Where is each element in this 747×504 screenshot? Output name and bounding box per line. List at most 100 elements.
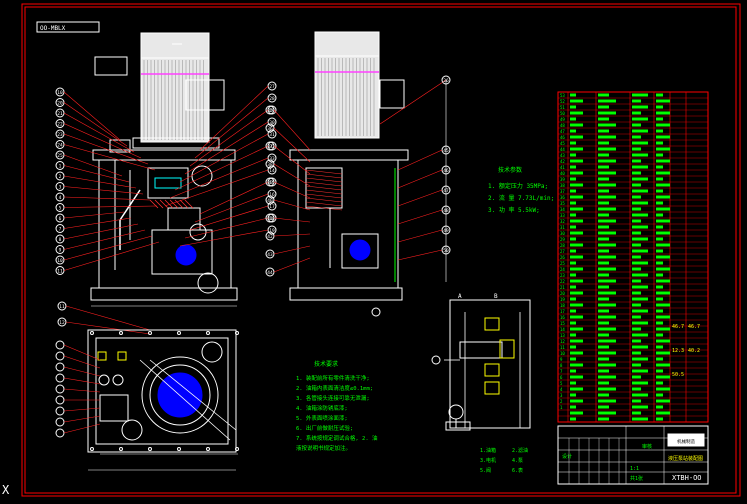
leader-line (63, 217, 132, 229)
tech-param-line: 3. 功 率 5.5kW; (488, 206, 540, 214)
part-balloon-number: 10 (57, 90, 63, 96)
bom-cell-text-mark (598, 285, 609, 289)
bom-cell-text-mark (632, 171, 641, 175)
bom-cell-text-mark (598, 153, 609, 157)
section-hatch-line (305, 197, 343, 203)
bom-cell-text-mark (598, 249, 609, 253)
bom-cell-text-mark (632, 357, 648, 361)
leader-line (179, 133, 269, 183)
schematic-boundary (449, 299, 531, 429)
leader-line (63, 175, 137, 189)
part-balloon-number: 25 (57, 153, 63, 159)
part-balloon-number: 47 (443, 188, 449, 194)
bom-cell-text-mark (570, 165, 576, 169)
bom-row-number: 31 (560, 225, 565, 230)
bom-cell-text-mark (570, 321, 576, 325)
bom-cell-text-mark (632, 285, 648, 289)
bom-cell-text-mark (598, 141, 609, 145)
part-balloon-number: 17 (269, 204, 275, 210)
bom-cell-text-mark (632, 333, 648, 337)
bom-cell-text-mark (632, 213, 648, 217)
bom-row-number: 23 (560, 273, 565, 278)
leader-line (194, 193, 269, 223)
bom-cell-text-mark (570, 201, 576, 205)
schematic-legend-item: 1.油箱 (480, 447, 496, 454)
part-balloon-number: 48 (443, 208, 449, 214)
bom-cell-text-mark (632, 339, 641, 343)
section-hatch-line (305, 205, 343, 211)
bom-row-number: 50 (560, 111, 565, 116)
section-hatch-line (305, 193, 343, 199)
bom-cell-text-mark (656, 399, 670, 403)
bom-row-number: 51 (560, 105, 565, 110)
bom-cell-text-mark (656, 285, 663, 289)
side-motor-fan-cover (314, 31, 380, 57)
bom-cell-text-mark (598, 315, 616, 319)
bom-cell-text-mark (656, 165, 663, 169)
bom-cell-text-mark (598, 393, 609, 397)
leader-line (63, 223, 139, 240)
bom-row-number: 2 (560, 399, 563, 404)
bom-row-number: 25 (560, 261, 565, 266)
bom-cell-text-mark (598, 93, 609, 97)
schematic-port-label: B (494, 293, 498, 300)
bom-row-number: 6 (560, 375, 563, 380)
bom-cell-text-mark (598, 255, 616, 259)
part-balloon-number: 7 (59, 227, 62, 233)
part-balloon (265, 123, 275, 133)
tech-param-line: 1. 额定压力 35MPa; (488, 182, 548, 190)
bom-cell-text-mark (656, 405, 663, 409)
leader-line (63, 154, 123, 177)
part-balloon-number: 16 (269, 192, 275, 198)
bom-cell-text-mark (656, 243, 670, 247)
part-balloon-number: 41 (267, 216, 273, 222)
bom-row-number: 7 (560, 369, 563, 374)
leader-line (63, 377, 101, 385)
bom-cell-text-mark (598, 213, 609, 217)
section-hatch-line (305, 177, 343, 183)
part-balloon (55, 234, 65, 244)
bom-row-number: 8 (560, 363, 563, 368)
bom-cell-text-mark (598, 297, 609, 301)
bom-cell-text-mark (632, 207, 641, 211)
bom-cell-text-mark (632, 159, 641, 163)
part-balloon (55, 213, 65, 223)
bom-cell-text-mark (632, 261, 648, 265)
bom-cell-text-mark (632, 369, 648, 373)
bom-cell-text-mark (656, 375, 670, 379)
bom-row-number: 39 (560, 177, 565, 182)
title-block-designer-label: 设计 (562, 453, 572, 460)
leader-line (273, 199, 311, 211)
bom-cell-text-mark (570, 267, 583, 271)
bom-row-number: 22 (560, 279, 565, 284)
bom-cell-text-mark (598, 123, 616, 127)
part-balloon-number: 44 (267, 270, 273, 276)
tech-requirement-line: 7. 系统按规定调试合格, 2. 油 (296, 434, 378, 442)
bom-cell-text-mark (656, 303, 670, 307)
part-balloon-number: 21 (57, 111, 63, 117)
bom-cell-text-mark (598, 273, 609, 277)
bom-cell-text-mark (570, 255, 583, 259)
bom-cell-text-mark (570, 393, 576, 397)
bom-cell-text-mark (656, 231, 670, 235)
bom-cell-text-mark (656, 309, 663, 313)
part-balloon-number: 11 (59, 304, 65, 310)
bom-cell-text-mark (598, 357, 609, 361)
leader-line (63, 165, 130, 183)
bom-cell-text-mark (570, 195, 583, 199)
leader-line (199, 181, 269, 215)
bom-highlight-value: 50.5 (672, 372, 684, 378)
bom-row-number: 35 (560, 201, 565, 206)
bom-cell-text-mark (656, 315, 670, 319)
bom-cell-text-mark (656, 279, 670, 283)
bom-cell-text-mark (656, 213, 663, 217)
bom-row-number: 11 (560, 345, 565, 350)
bom-cell-text-mark (656, 129, 663, 133)
bom-row-number: 13 (560, 333, 565, 338)
bom-cell-text-mark (570, 375, 583, 379)
part-balloon (441, 75, 451, 85)
part-balloon-number: 38 (267, 162, 273, 168)
leader-line (273, 217, 311, 223)
leader-line (63, 133, 149, 165)
